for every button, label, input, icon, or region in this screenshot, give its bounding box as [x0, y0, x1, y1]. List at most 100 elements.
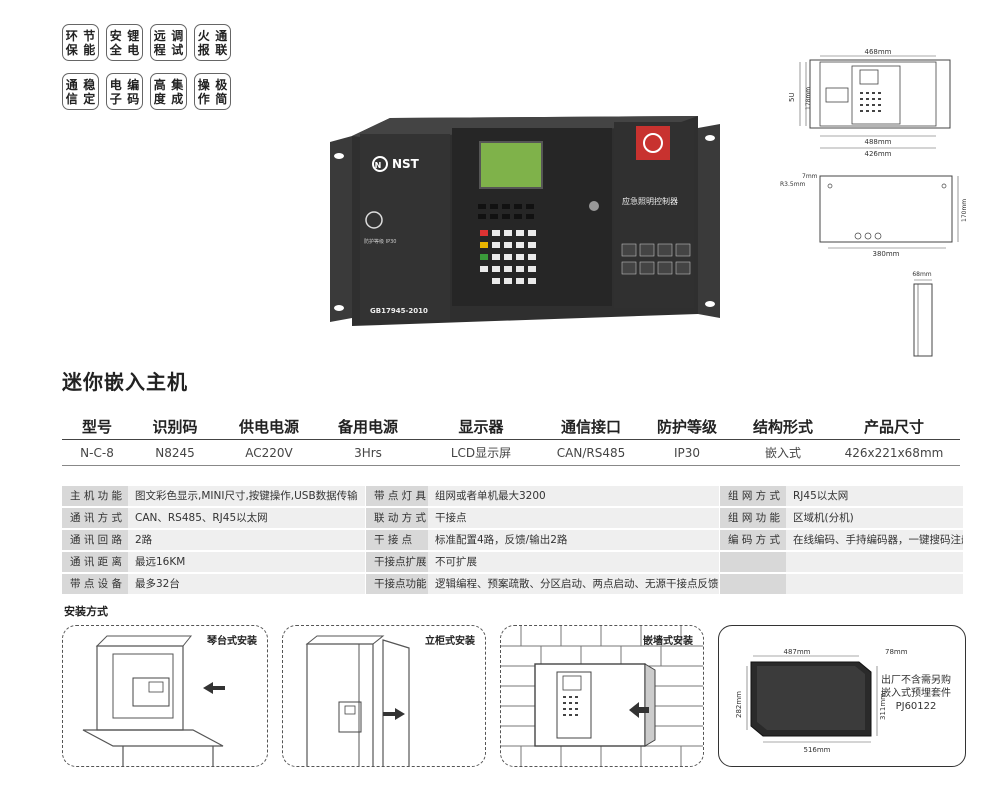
spec-header-backup: 备用电源	[337, 418, 398, 436]
feature-label: 组 网 方 式	[720, 486, 786, 506]
dim-front-height: 178mm	[805, 87, 812, 110]
spec-table: 型号 识别码 供电电源 备用电源 显示器 通信接口 防护等级 结构形式 产品尺寸…	[62, 414, 960, 466]
badge-simple-operation: 操作极简	[194, 73, 231, 110]
feature-value: 2路	[128, 530, 365, 550]
install-label-cabinet: 立柜式安装	[425, 636, 475, 647]
spec-header-protection: 防护等级	[656, 418, 717, 436]
feature-label: 通 讯 回 路	[62, 530, 128, 550]
feature-value: 最远16KM	[128, 552, 365, 572]
feature-badges: 环保节能 安全锂电 远程调试 火报通联 通信稳定 电子编码 高度集成 操作极简	[62, 24, 242, 110]
feature-value: 标准配置4路，反馈/输出2路	[428, 530, 719, 550]
table-row: 通 讯 方 式 CAN、RS485、RJ45以太网 联 动 方 式 干接点 组 …	[62, 508, 965, 528]
dim-kit-right: 311mm	[879, 693, 887, 720]
badge-stable-comm: 通信稳定	[62, 73, 99, 110]
embed-kit-note: 出厂不含需另购 嵌入式预埋套件 PJ60122	[881, 674, 951, 713]
dim-rear-height: 170mm	[961, 199, 968, 222]
install-label-desk: 琴台式安装	[207, 636, 257, 647]
dim-front-width3: 426mm	[865, 150, 892, 158]
embed-note-line2: 嵌入式预埋套件	[881, 688, 951, 699]
feature-label: 通 讯 方 式	[62, 508, 128, 528]
spec-header-model: 型号	[81, 418, 112, 436]
feature-label: 联 动 方 式	[366, 508, 428, 528]
embed-kit-panel: 487mm 78mm 282mm 311mm 516mm 出厂不含需另购 嵌入式…	[718, 625, 966, 767]
install-panel-wall: 嵌墙式安装	[500, 625, 704, 767]
spec-value-structure: 嵌入式	[764, 446, 801, 460]
product-image: N NST 防护等级 IP30 GB17945-2010 应急照明控制器	[330, 116, 720, 326]
embed-note-line3: PJ60122	[895, 701, 937, 712]
spec-value-backup: 3Hrs	[354, 445, 382, 460]
dimension-drawings: 468mm 5U 178mm 488mm 426mm 7mm R3.5mm 17…	[780, 48, 968, 357]
feature-value: 逻辑编程、预案疏散、分区启动、两点启动、无源干接点反馈	[428, 574, 719, 594]
brand-logo: NST	[392, 157, 420, 171]
feature-label	[720, 574, 786, 594]
feature-label: 带 点 灯 具	[366, 486, 428, 506]
dim-front-width2: 488mm	[865, 138, 892, 146]
feature-label: 通 讯 距 离	[62, 552, 128, 572]
dim-rear-width: 380mm	[873, 250, 900, 258]
table-row: 通 讯 距 离 最远16KM 干接点扩展 不可扩展	[62, 552, 965, 572]
feature-value: 不可扩展	[428, 552, 719, 572]
badge-safety-lithium: 安全锂电	[106, 24, 143, 61]
spec-header-display: 显示器	[458, 418, 504, 436]
badge-electronic-code: 电子编码	[106, 73, 143, 110]
feature-value	[786, 552, 963, 572]
feature-label	[720, 552, 786, 572]
feature-label: 带 点 设 备	[62, 574, 128, 594]
product-title: 迷你嵌入主机	[62, 370, 188, 394]
embed-kit-illustration: 487mm 78mm 282mm 311mm 516mm	[735, 648, 908, 754]
spec-value-display: LCD显示屏	[450, 446, 512, 460]
dim-kit-bottom: 516mm	[804, 746, 831, 754]
spec-header-size: 产品尺寸	[863, 418, 924, 436]
spec-value-power: AC220V	[245, 445, 293, 460]
feature-label: 干接点功能	[366, 574, 428, 594]
feature-value: 图文彩色显示,MINI尺寸,按键操作,USB数据传输	[128, 486, 365, 506]
table-row: 主 机 功 能 图文彩色显示,MINI尺寸,按键操作,USB数据传输 带 点 灯…	[62, 486, 965, 506]
dim-rear-gap: 7mm	[802, 173, 818, 180]
spec-value-code: N8245	[155, 445, 195, 460]
feature-value: 区域机(分机)	[786, 508, 963, 528]
svg-text:N: N	[375, 161, 382, 170]
install-label-wall: 嵌墙式安装	[643, 636, 693, 647]
feature-label: 主 机 功 能	[62, 486, 128, 506]
dim-rear-radius: R3.5mm	[780, 181, 806, 188]
feature-label: 干 接 点	[366, 530, 428, 550]
feature-value: 最多32台	[128, 574, 365, 594]
feature-value: CAN、RS485、RJ45以太网	[128, 508, 365, 528]
install-panel-cabinet: 立柜式安装	[282, 625, 486, 767]
spec-value-interface: CAN/RS485	[556, 445, 626, 460]
dim-side-depth: 68mm	[912, 271, 931, 278]
feature-value: RJ45以太网	[786, 486, 963, 506]
badge-high-integration: 高度集成	[150, 73, 187, 110]
spec-value-model: N-C-8	[80, 445, 114, 460]
spec-value-protection: IP30	[673, 445, 701, 460]
spec-value-row: N-C-8 N8245 AC220V 3Hrs LCD显示屏 CAN/RS485…	[62, 440, 960, 466]
feature-value: 在线编码、手持编码器，一键搜码注册	[786, 530, 963, 550]
badge-remote-debug: 远程调试	[150, 24, 187, 61]
spec-header-interface: 通信接口	[560, 418, 621, 436]
table-row: 带 点 设 备 最多32台 干接点功能 逻辑编程、预案疏散、分区启动、两点启动、…	[62, 574, 965, 594]
feature-label: 编 码 方 式	[720, 530, 786, 550]
feature-value: 干接点	[428, 508, 719, 528]
dim-kit-left: 282mm	[735, 691, 743, 718]
controller-title: 应急照明控制器	[622, 196, 678, 206]
spec-header-power: 供电电源	[238, 418, 299, 436]
badge-eco: 环保节能	[62, 24, 99, 61]
feature-value	[786, 574, 963, 594]
dim-front-u: 5U	[788, 92, 796, 102]
embed-note-line1: 出厂不含需另购	[881, 675, 951, 686]
spec-header-row: 型号 识别码 供电电源 备用电源 显示器 通信接口 防护等级 结构形式 产品尺寸	[62, 414, 960, 440]
install-title: 安装方式	[64, 605, 108, 618]
wall-install-illustration	[501, 626, 703, 766]
spec-value-size: 426x221x68mm	[844, 445, 944, 460]
dim-kit-top: 487mm	[784, 648, 811, 656]
standard-label: GB17945-2010	[370, 307, 428, 315]
spec-header-code: 识别码	[152, 418, 198, 436]
desk-install-illustration	[82, 635, 225, 766]
spec-header-structure: 结构形式	[752, 418, 813, 436]
feature-label: 干接点扩展	[366, 552, 428, 572]
feature-label: 组 网 功 能	[720, 508, 786, 528]
feature-table: 主 机 功 能 图文彩色显示,MINI尺寸,按键操作,USB数据传输 带 点 灯…	[62, 486, 965, 596]
ip-label: 防护等级 IP30	[364, 238, 396, 245]
table-row: 通 讯 回 路 2路 干 接 点 标准配置4路，反馈/输出2路 编 码 方 式 …	[62, 530, 965, 550]
dim-kit-depth: 78mm	[885, 648, 908, 656]
